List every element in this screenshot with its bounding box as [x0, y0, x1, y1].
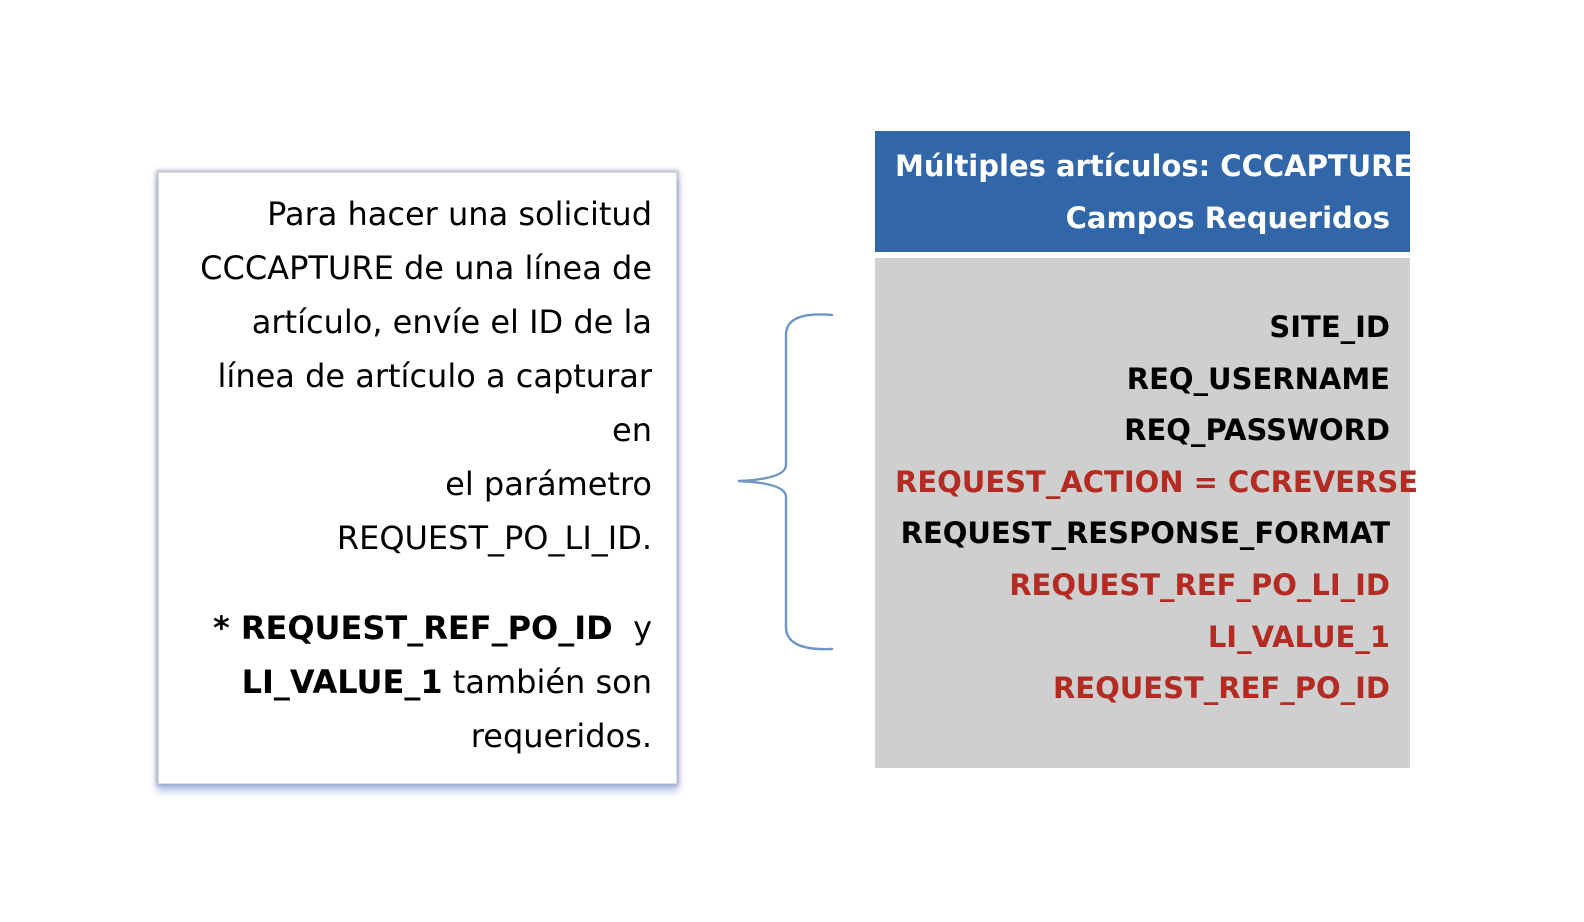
note-ref-po-id: * REQUEST_REF_PO_ID	[212, 609, 613, 647]
note-line-1: * REQUEST_REF_PO_ID y	[183, 601, 652, 655]
note-li-value: LI_VALUE_1	[241, 663, 443, 701]
description-paragraph: Para hacer una solicitud CCCAPTURE de un…	[183, 187, 652, 565]
bracket-path	[737, 313, 834, 651]
field-request-response-format: REQUEST_RESPONSE_FORMAT	[900, 516, 1390, 551]
description-line: Para hacer una solicitud	[267, 195, 652, 233]
note-line-2: LI_VALUE_1 también son	[183, 655, 652, 709]
description-line: CCCAPTURE de una línea de	[200, 249, 652, 287]
field-req-username: REQ_USERNAME	[1126, 361, 1390, 396]
field-req-password: REQ_PASSWORD	[1124, 413, 1390, 448]
note-suffix-1: también son	[452, 663, 652, 701]
field-request-ref-po-li-id: REQUEST_REF_PO_LI_ID	[1009, 567, 1390, 602]
curly-bracket-connector	[737, 313, 834, 651]
required-note: * REQUEST_REF_PO_ID y LI_VALUE_1 también…	[183, 601, 652, 763]
table-subtitle: Campos Requeridos	[1065, 201, 1390, 235]
description-line: el parámetro	[445, 465, 652, 503]
field-request-action: REQUEST_ACTION = CCREVERSE	[895, 464, 1419, 499]
field-site-id: SITE_ID	[1269, 310, 1390, 344]
description-line: línea de artículo a capturar en	[217, 357, 652, 449]
field-request-ref-po-id: REQUEST_REF_PO_ID	[1052, 671, 1390, 706]
note-connector: y	[633, 609, 652, 647]
note-line-3: requeridos.	[470, 717, 652, 755]
description-box: Para hacer una solicitud CCCAPTURE de un…	[158, 172, 677, 784]
description-line: REQUEST_PO_LI_ID.	[336, 519, 652, 557]
table-title: Múltiples artículos: CCCAPTURE	[895, 149, 1414, 183]
description-line: artículo, envíe el ID de la	[251, 303, 652, 341]
fields-list: SITE_ID REQ_USERNAME REQ_PASSWORD REQUES…	[875, 258, 1419, 768]
field-li-value-1: LI_VALUE_1	[1207, 619, 1390, 654]
fields-table-header: Múltiples artículos: CCCAPTURE Campos Re…	[875, 131, 1414, 252]
